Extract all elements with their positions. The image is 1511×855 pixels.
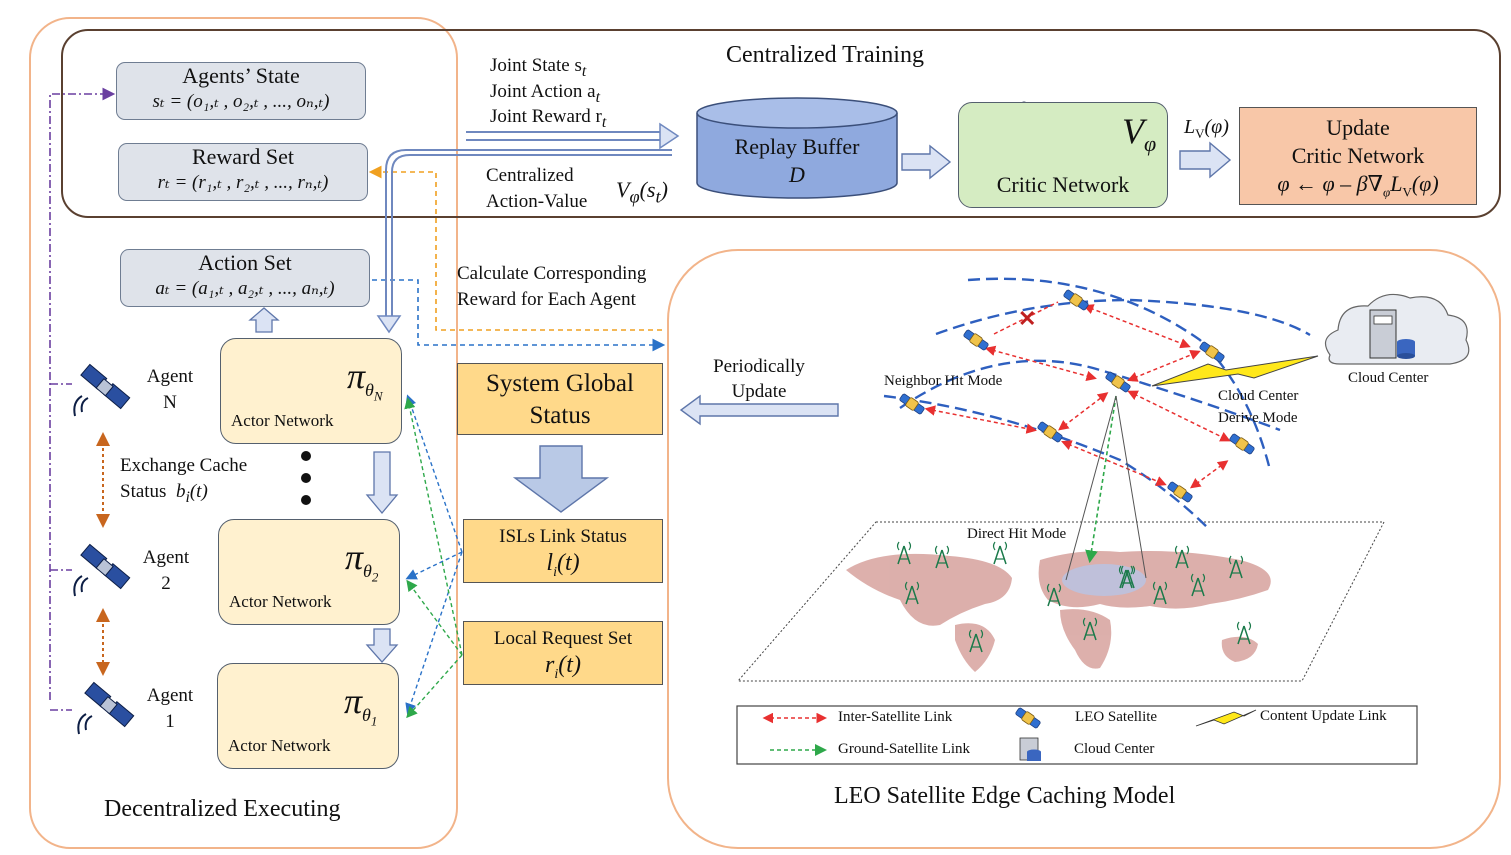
content-update-link-icon (1151, 355, 1319, 387)
action-set-formula: aₜ = (a₁,ₜ , a₂,ₜ , ..., aₙ,ₜ) (155, 278, 335, 299)
legend-content-update: Content Update Link (1260, 708, 1387, 724)
agents-state-formula: sₜ = (o₁,ₜ , o₂,ₜ , ..., oₙ,ₜ) (152, 91, 330, 112)
action-arrow (372, 279, 666, 352)
state-feedback-arrow (49, 87, 116, 700)
cloud-center-label: Cloud Center (1348, 370, 1429, 386)
system-global-status-box: System Global Status (457, 363, 663, 435)
legend-box (736, 705, 1418, 765)
exchange-cache-line2: Status bi(t) (120, 481, 208, 506)
reward-arrow (368, 165, 662, 331)
neighbor-hit-label: Neighbor Hit Mode (884, 373, 1003, 389)
decentralized-title: Decentralized Executing (104, 796, 341, 822)
actor-network-n: πθN Actor Network (220, 338, 402, 444)
replay-buffer-cylinder (696, 97, 898, 199)
actor-n-label: Actor Network (231, 411, 334, 430)
calc-reward-line1: Calculate Corresponding (457, 263, 647, 284)
joint-action-label: Joint Action at (490, 81, 600, 106)
isl-link-status-box: ISLs Link Status li(t) (463, 519, 663, 583)
joint-reward-label: Joint Reward rt (490, 106, 607, 131)
agent-2-satellite-icon (73, 543, 131, 597)
action-value-formula: Vφ(st) (616, 177, 668, 207)
action-value-label: Action-Value (486, 191, 588, 212)
leo-satellites (898, 288, 1256, 504)
exchange-cache-line1: Exchange Cache (120, 455, 248, 476)
local-request-title: Local Request Set (493, 628, 633, 649)
actor-network-2: πθ2 Actor Network (218, 519, 400, 625)
global-status-line1: System Global (486, 370, 634, 397)
direct-hit-label: Direct Hit Mode (967, 526, 1067, 542)
critic-network-box (958, 102, 1168, 208)
agent-n-satellite-icon (73, 363, 131, 417)
update-critic-box: Update Critic Network φ ← φ – β∇φLV(φ) (1239, 107, 1477, 205)
joint-state-label: Joint State st (490, 55, 587, 80)
local-request-set-box: Local Request Set ri(t) (463, 621, 663, 685)
action-set-box: Action Set aₜ = (a₁,ₜ , a₂,ₜ , ..., aₙ,ₜ… (120, 249, 370, 307)
leo-title: LEO Satellite Edge Caching Model (834, 783, 1176, 809)
actor-network-1: πθ1 Actor Network (217, 663, 399, 769)
critic-network-label: Critic Network (996, 172, 1130, 197)
centralized-label: Centralized (486, 165, 574, 186)
legend-leo-satellite: LEO Satellite (1075, 709, 1158, 725)
centralized-training-title: Centralized Training (726, 42, 924, 68)
actor-1-policy: πθ1 (344, 681, 378, 729)
replay-buffer-label: Replay Buffer (734, 134, 860, 159)
joint-arrow (466, 122, 680, 150)
update-formula: φ ← φ – β∇φLV(φ) (1277, 171, 1439, 200)
legend-ground-satellite: Ground-Satellite Link (838, 741, 971, 757)
actor-1-label: Actor Network (228, 736, 331, 755)
centralized-region (61, 29, 1501, 218)
loss-label: LV(φ) (1184, 116, 1229, 141)
calc-reward-line2: Reward for Each Agent (457, 289, 636, 310)
isl-title: ISLs Link Status (499, 526, 627, 547)
actor-2-policy: πθ2 (345, 537, 379, 585)
leo-region (667, 249, 1501, 849)
action-set-title: Action Set (198, 250, 292, 275)
agents-state-box: Agents’ State sₜ = (o₁,ₜ , o₂,ₜ , ..., o… (116, 62, 366, 120)
agent-1-satellite-icon (77, 681, 135, 735)
actor-n-policy: πθN (347, 356, 383, 404)
isl-formula: li(t) (546, 550, 580, 580)
legend-cloud-center: Cloud Center (1074, 741, 1155, 757)
reward-set-box: Reward Set rₜ = (r₁,ₜ , r₂,ₜ , ..., rₙ,ₜ… (118, 143, 368, 201)
legend-inter-satellite: Inter-Satellite Link (838, 709, 953, 725)
reward-set-formula: rₜ = (r₁,ₜ , r₂,ₜ , ..., rₙ,ₜ) (157, 172, 329, 193)
global-status-line2: Status (529, 402, 591, 429)
local-request-formula: ri(t) (545, 652, 581, 682)
update-subtitle: Critic Network (1291, 143, 1425, 168)
agents-state-title: Agents’ State (182, 63, 300, 88)
replay-buffer-variable: D (789, 162, 805, 187)
actor-2-label: Actor Network (229, 592, 332, 611)
reward-set-title: Reward Set (191, 144, 295, 169)
svg-text:✕: ✕ (1018, 306, 1036, 331)
update-title: Update (1326, 115, 1390, 140)
critic-symbol: Vφ (1122, 111, 1157, 157)
cloud-center-icon (1324, 293, 1470, 365)
